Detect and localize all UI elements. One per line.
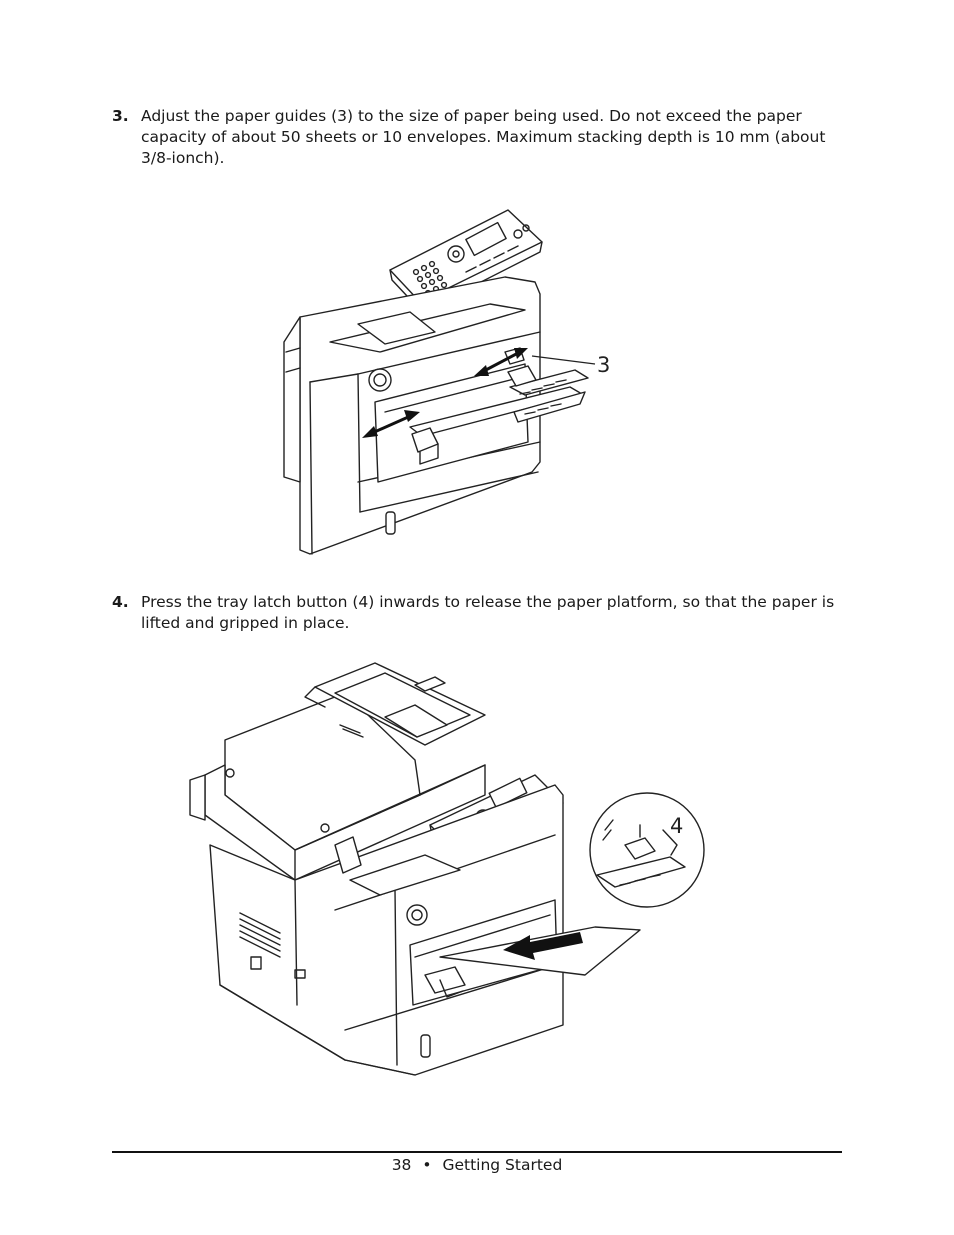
step-4-number: 4. (112, 593, 129, 611)
footer-separator: • (422, 1156, 432, 1174)
paper-guides-callout: 3 (597, 353, 610, 377)
footer-rule (112, 1151, 842, 1153)
section-title: Getting Started (442, 1156, 563, 1174)
step-3: 3. Adjust the paper guides (3) to the si… (112, 106, 842, 169)
page-number: 38 (391, 1156, 412, 1174)
tray-latch-illustration: 4 (189, 662, 705, 1076)
step-3-number: 3. (112, 107, 129, 125)
tray-latch-callout: 4 (670, 814, 683, 838)
paper-guides-illustration: 3 (283, 209, 610, 555)
step-3-text: Adjust the paper guides (3) to the size … (141, 107, 826, 167)
step-4-text: Press the tray latch button (4) inwards … (141, 593, 835, 632)
step-4: 4. Press the tray latch button (4) inwar… (112, 592, 842, 634)
page-footer: 38 • Getting Started (0, 1156, 954, 1174)
